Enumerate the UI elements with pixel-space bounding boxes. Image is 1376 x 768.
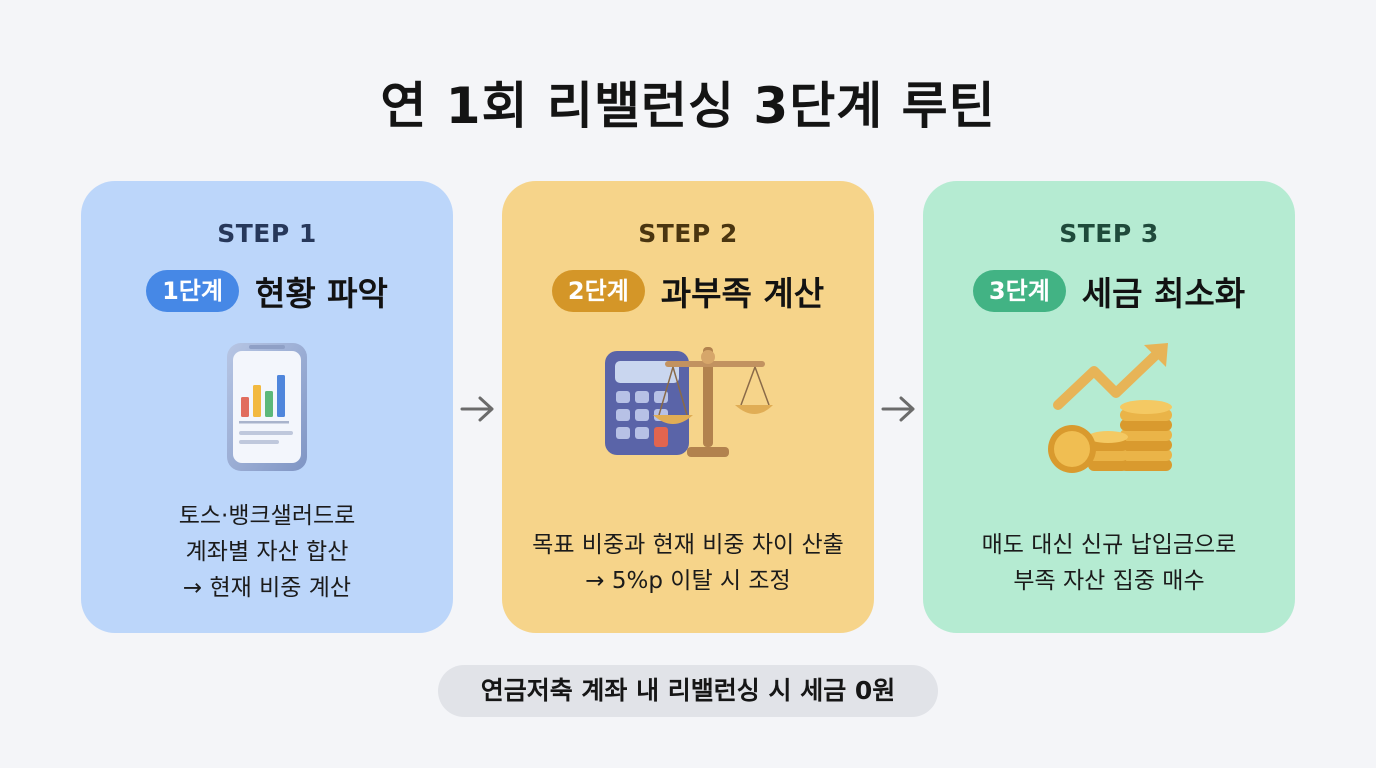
step-title: 현황 파악: [254, 274, 388, 313]
step-title: 과부족 계산: [660, 274, 825, 313]
step-card-2: STEP 2 2단계 과부족 계산: [502, 181, 874, 633]
step-description: 목표 비중과 현재 비중 차이 산출 → 5%p 이탈 시 조정: [532, 532, 844, 594]
coins-growth-icon: [1044, 341, 1174, 485]
step-heading: 3단계 세금 최소화: [923, 267, 1295, 315]
step-badge: 1단계: [146, 270, 239, 312]
page-title: 연 1회 리밸런싱 3단계 루틴: [380, 77, 996, 135]
step-description: 매도 대신 신규 납입금으로 부족 자산 집중 매수: [981, 532, 1237, 594]
step-badge: 3단계: [972, 270, 1066, 312]
step-heading: 1단계 현황 파악: [81, 267, 453, 315]
step-title: 세금 최소화: [1081, 274, 1246, 313]
footer-badge: 연금저축 계좌 내 리밸런싱 시 세금 0원: [438, 665, 938, 717]
step-description: 토스·뱅크샐러드로 계좌별 자산 합산 → 현재 비중 계산: [178, 503, 356, 601]
step-heading: 2단계 과부족 계산: [502, 267, 874, 315]
step-label: STEP 1: [217, 219, 317, 248]
step-card-1: STEP 1 1단계 현황 파악 토스·뱅크샐러드로 계좌별 자산 합: [81, 181, 453, 633]
calculator-scale-icon: [603, 341, 773, 465]
step-badge: 2단계: [551, 270, 645, 312]
step-card-3: STEP 3 3단계 세금 최소화: [923, 181, 1295, 633]
arrow-right-icon: [460, 396, 494, 422]
phone-chart-icon: [225, 341, 309, 477]
step-label: STEP 2: [638, 219, 738, 248]
step-label: STEP 3: [1059, 219, 1159, 248]
arrow-right-icon: [881, 396, 915, 422]
